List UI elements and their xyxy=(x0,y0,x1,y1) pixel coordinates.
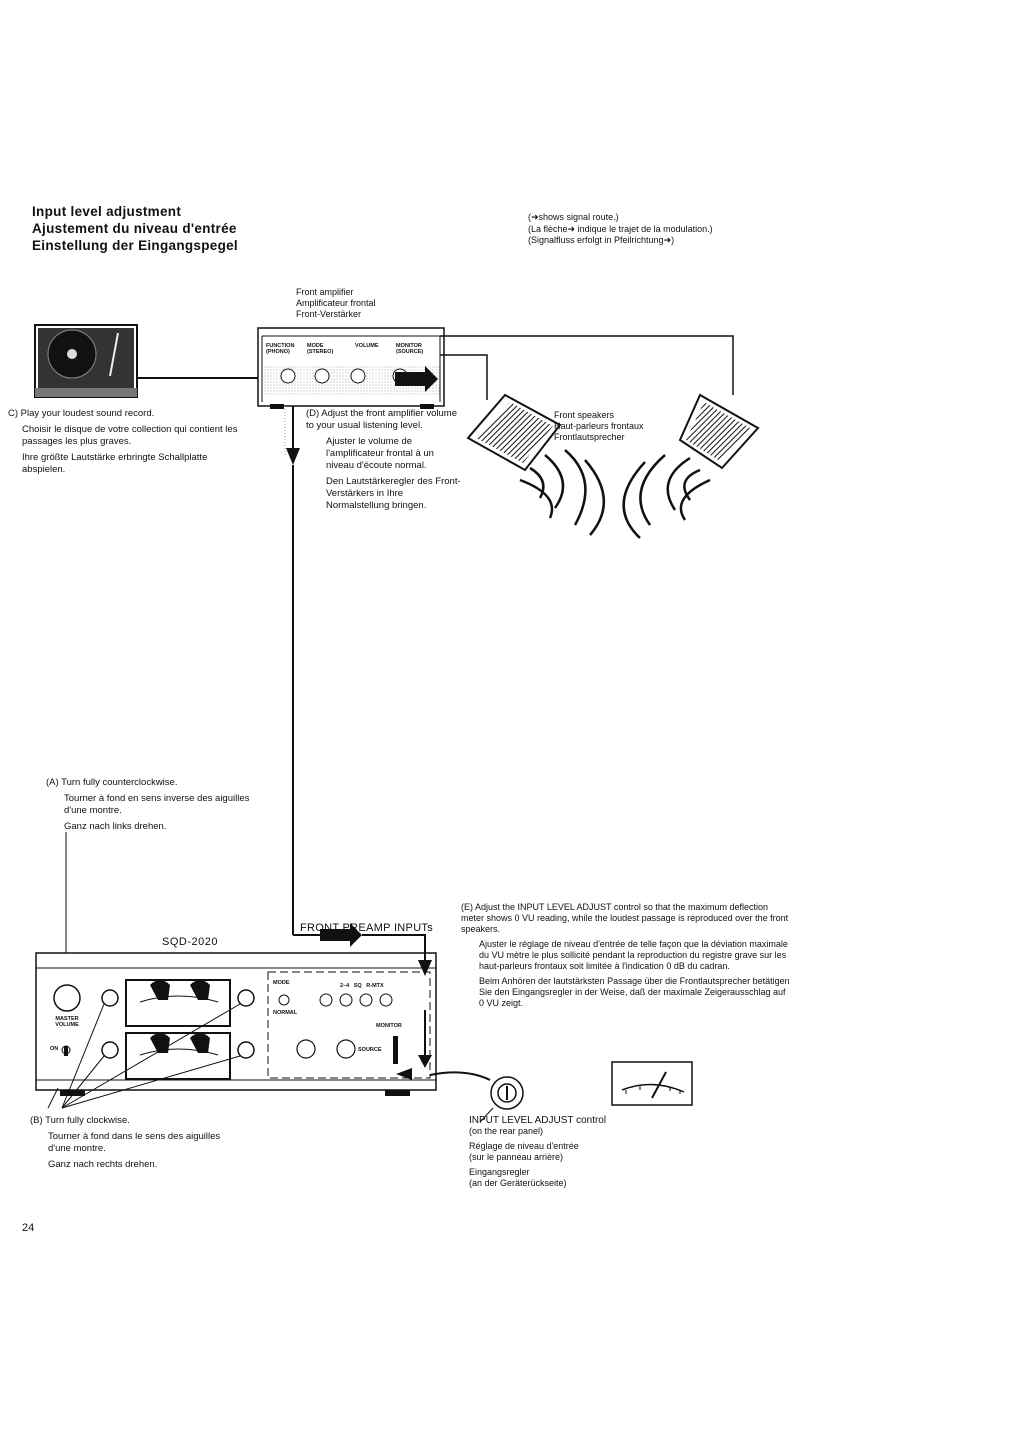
step-a-de: Ganz nach links drehen. xyxy=(64,821,167,832)
step-d: (D) Adjust the front amplifier volume to… xyxy=(306,408,464,516)
input-level-control-fr: Réglage de niveau d'entrée xyxy=(469,1141,579,1151)
step-b-de: Ganz nach rechts drehen. xyxy=(48,1159,158,1170)
step-e: (E) Adjust the INPUT LEVEL ADJUST contro… xyxy=(461,902,791,1013)
heading-en: Input level adjustment xyxy=(32,204,182,219)
signal-note-en: (➜shows signal route.) xyxy=(528,212,619,222)
front-amplifier-label: Front amplifier Amplificateur frontal Fr… xyxy=(296,287,376,320)
step-a-en: (A) Turn fully counterclockwise. xyxy=(46,777,178,788)
decoder-normal-label: NORMAL xyxy=(273,1010,298,1016)
sqd-2020-unit xyxy=(35,952,437,1096)
step-c-en: C) Play your loudest sound record. xyxy=(8,408,155,419)
input-level-knob-icon xyxy=(490,1076,524,1110)
amp-monitor-label: MONITOR (SOURCE) xyxy=(396,343,424,355)
input-level-control-label: INPUT LEVEL ADJUST control (on the rear … xyxy=(469,1115,669,1189)
heading-fr: Ajustement du niveau d'entrée xyxy=(32,221,237,236)
signal-note-fr: (La flèche➜ indique le trajet de la modu… xyxy=(528,223,713,234)
step-e-fr: Ajuster le réglage de niveau d'entrée de… xyxy=(479,939,788,971)
amp-volume-label: VOLUME xyxy=(355,343,379,349)
input-level-control-en: INPUT LEVEL ADJUST control xyxy=(469,1115,607,1126)
front-speaker-right-icon xyxy=(678,393,760,470)
front-amplifier-label-fr: Amplificateur frontal xyxy=(296,298,376,308)
step-b: (B) Turn fully clockwise. Tourner à fond… xyxy=(30,1115,240,1175)
master-volume-label: MASTER VOLUME xyxy=(55,1016,79,1028)
input-level-control-de-sub: (an der Geräterückseite) xyxy=(469,1178,567,1188)
decoder-modes-label: 2–4 SQ R-MTX xyxy=(340,983,384,989)
decoder-monitor-label: MONITOR xyxy=(376,1023,402,1029)
step-b-fr: Tourner à fond dans le sens des aiguille… xyxy=(48,1131,221,1154)
input-level-control-de: Eingangsregler xyxy=(469,1167,530,1177)
step-c: C) Play your loudest sound record. Chois… xyxy=(8,408,258,480)
sound-waves xyxy=(519,449,711,539)
step-a: (A) Turn fully counterclockwise. Tourner… xyxy=(46,777,261,837)
input-level-control-fr-sub: (sur le panneau arrière) xyxy=(469,1152,564,1162)
heading-de: Einstellung der Eingangspegel xyxy=(32,238,238,253)
model-label: SQD-2020 xyxy=(162,936,218,948)
step-e-de: Beim Anhören der lautstärksten Passage ü… xyxy=(479,976,790,1008)
step-a-fr: Tourner à fond en sens inverse des aigui… xyxy=(64,793,250,816)
input-level-control-en-sub: (on the rear panel) xyxy=(469,1126,544,1136)
turntable-icon xyxy=(34,324,138,398)
front-speakers-label-de: Frontlautsprecher xyxy=(554,432,625,442)
front-speakers-label: Front speakers Haut-parleurs frontaux Fr… xyxy=(554,410,644,443)
front-amplifier-label-en: Front amplifier xyxy=(296,287,354,297)
front-speaker-left-icon xyxy=(466,393,562,472)
signal-note-de: (Signalfluss erfolgt in Pfeilrichtung➜) xyxy=(528,235,675,245)
step-d-fr: Ajuster le volume de l'amplificateur fro… xyxy=(326,436,434,471)
step-c-fr: Choisir le disque de votre collection qu… xyxy=(22,424,238,447)
front-speakers-label-fr: Haut-parleurs frontaux xyxy=(554,421,644,431)
step-d-de: Den Lautstärkeregler des Front-Verstärke… xyxy=(326,476,461,511)
step-b-en: (B) Turn fully clockwise. xyxy=(30,1115,130,1126)
vu-meter-icon xyxy=(611,1061,693,1106)
signal-arrow-icon xyxy=(395,366,438,392)
amp-function-label: FUNCTION (PHONO) xyxy=(266,343,295,355)
step-d-en: (D) Adjust the front amplifier volume to… xyxy=(306,408,458,431)
signal-note: (➜shows signal route.) (La flèche➜ indiq… xyxy=(528,212,713,247)
decoder-mode-label: MODE xyxy=(273,980,290,986)
decoder-source-label: SOURCE xyxy=(358,1047,382,1053)
amp-mode-label: MODE (STEREO) xyxy=(307,343,334,355)
front-amplifier-unit xyxy=(257,327,445,409)
on-label: ON xyxy=(50,1046,59,1052)
preamp-inputs-label: FRONT PREAMP INPUTs xyxy=(300,922,434,934)
step-c-de: Ihre größte Lautstärke erbringte Schallp… xyxy=(22,452,208,475)
step-e-en: (E) Adjust the INPUT LEVEL ADJUST contro… xyxy=(461,902,789,934)
front-speakers-label-en: Front speakers xyxy=(554,410,615,420)
page-number: 24 xyxy=(22,1222,35,1234)
leader-lines-b xyxy=(47,1003,241,1109)
heading-block: Input level adjustment Ajustement du niv… xyxy=(32,203,238,254)
front-amplifier-label-de: Front-Verstärker xyxy=(296,309,362,319)
